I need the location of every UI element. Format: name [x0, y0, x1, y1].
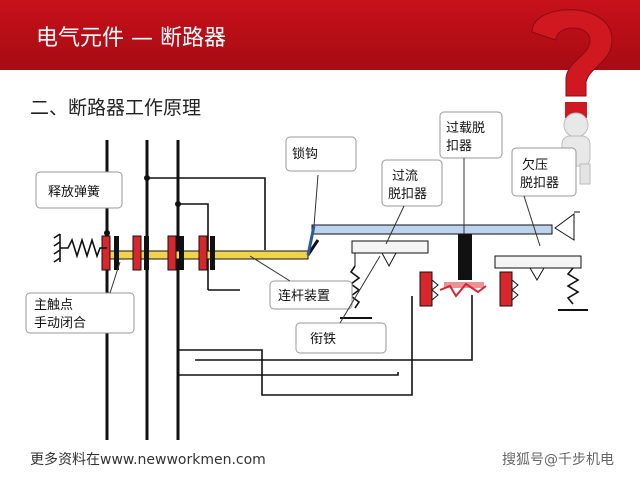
footer-watermark: 搜狐号@千步机电: [502, 452, 614, 468]
undervoltage-label-1: 欠压: [522, 157, 548, 173]
question-mark-icon: [531, 9, 613, 185]
footer-source: 更多资料在www.newworkmen.com: [30, 452, 266, 468]
main-contacts: [101, 235, 215, 271]
page-title: 电气元件 — 断路器: [36, 26, 226, 51]
undervoltage-trip-icon: [494, 211, 588, 311]
undervoltage-label-2: 脱扣器: [520, 176, 559, 191]
overcurrent-label-2: 脱扣器: [388, 187, 427, 202]
overload-label-2: 扣器: [446, 139, 472, 154]
undervoltage-callout: [511, 147, 577, 197]
linkage-callout: [269, 280, 353, 310]
overload-callout: [439, 111, 503, 159]
title-bar: 电气元件 — 断路器: [0, 0, 640, 70]
armature-label: 衔铁: [310, 332, 336, 347]
overcurrent-callout: [381, 159, 443, 207]
manual-close-label: 手动闭合: [34, 316, 86, 331]
trip-lever: [311, 224, 553, 235]
overload-trip-icon: [439, 234, 487, 298]
armature-callout: [295, 322, 387, 354]
release-spring-callout: [35, 171, 123, 209]
release-spring-icon: [53, 233, 107, 263]
main-contact-label: 主触点: [34, 298, 73, 313]
lock-hook-label: 锁钩: [292, 146, 318, 162]
overcurrent-trip-icon: [340, 240, 439, 319]
main-contact-callout: [25, 292, 135, 334]
release-spring-label: 释放弹簧: [48, 184, 100, 200]
overcurrent-label-1: 过流: [392, 169, 418, 184]
overload-label-1: 过载脱: [446, 121, 485, 136]
lock-hook-callout: [285, 136, 357, 172]
section-heading: 二、断路器工作原理: [30, 97, 202, 119]
linkage-label: 连杆装置: [278, 288, 330, 304]
